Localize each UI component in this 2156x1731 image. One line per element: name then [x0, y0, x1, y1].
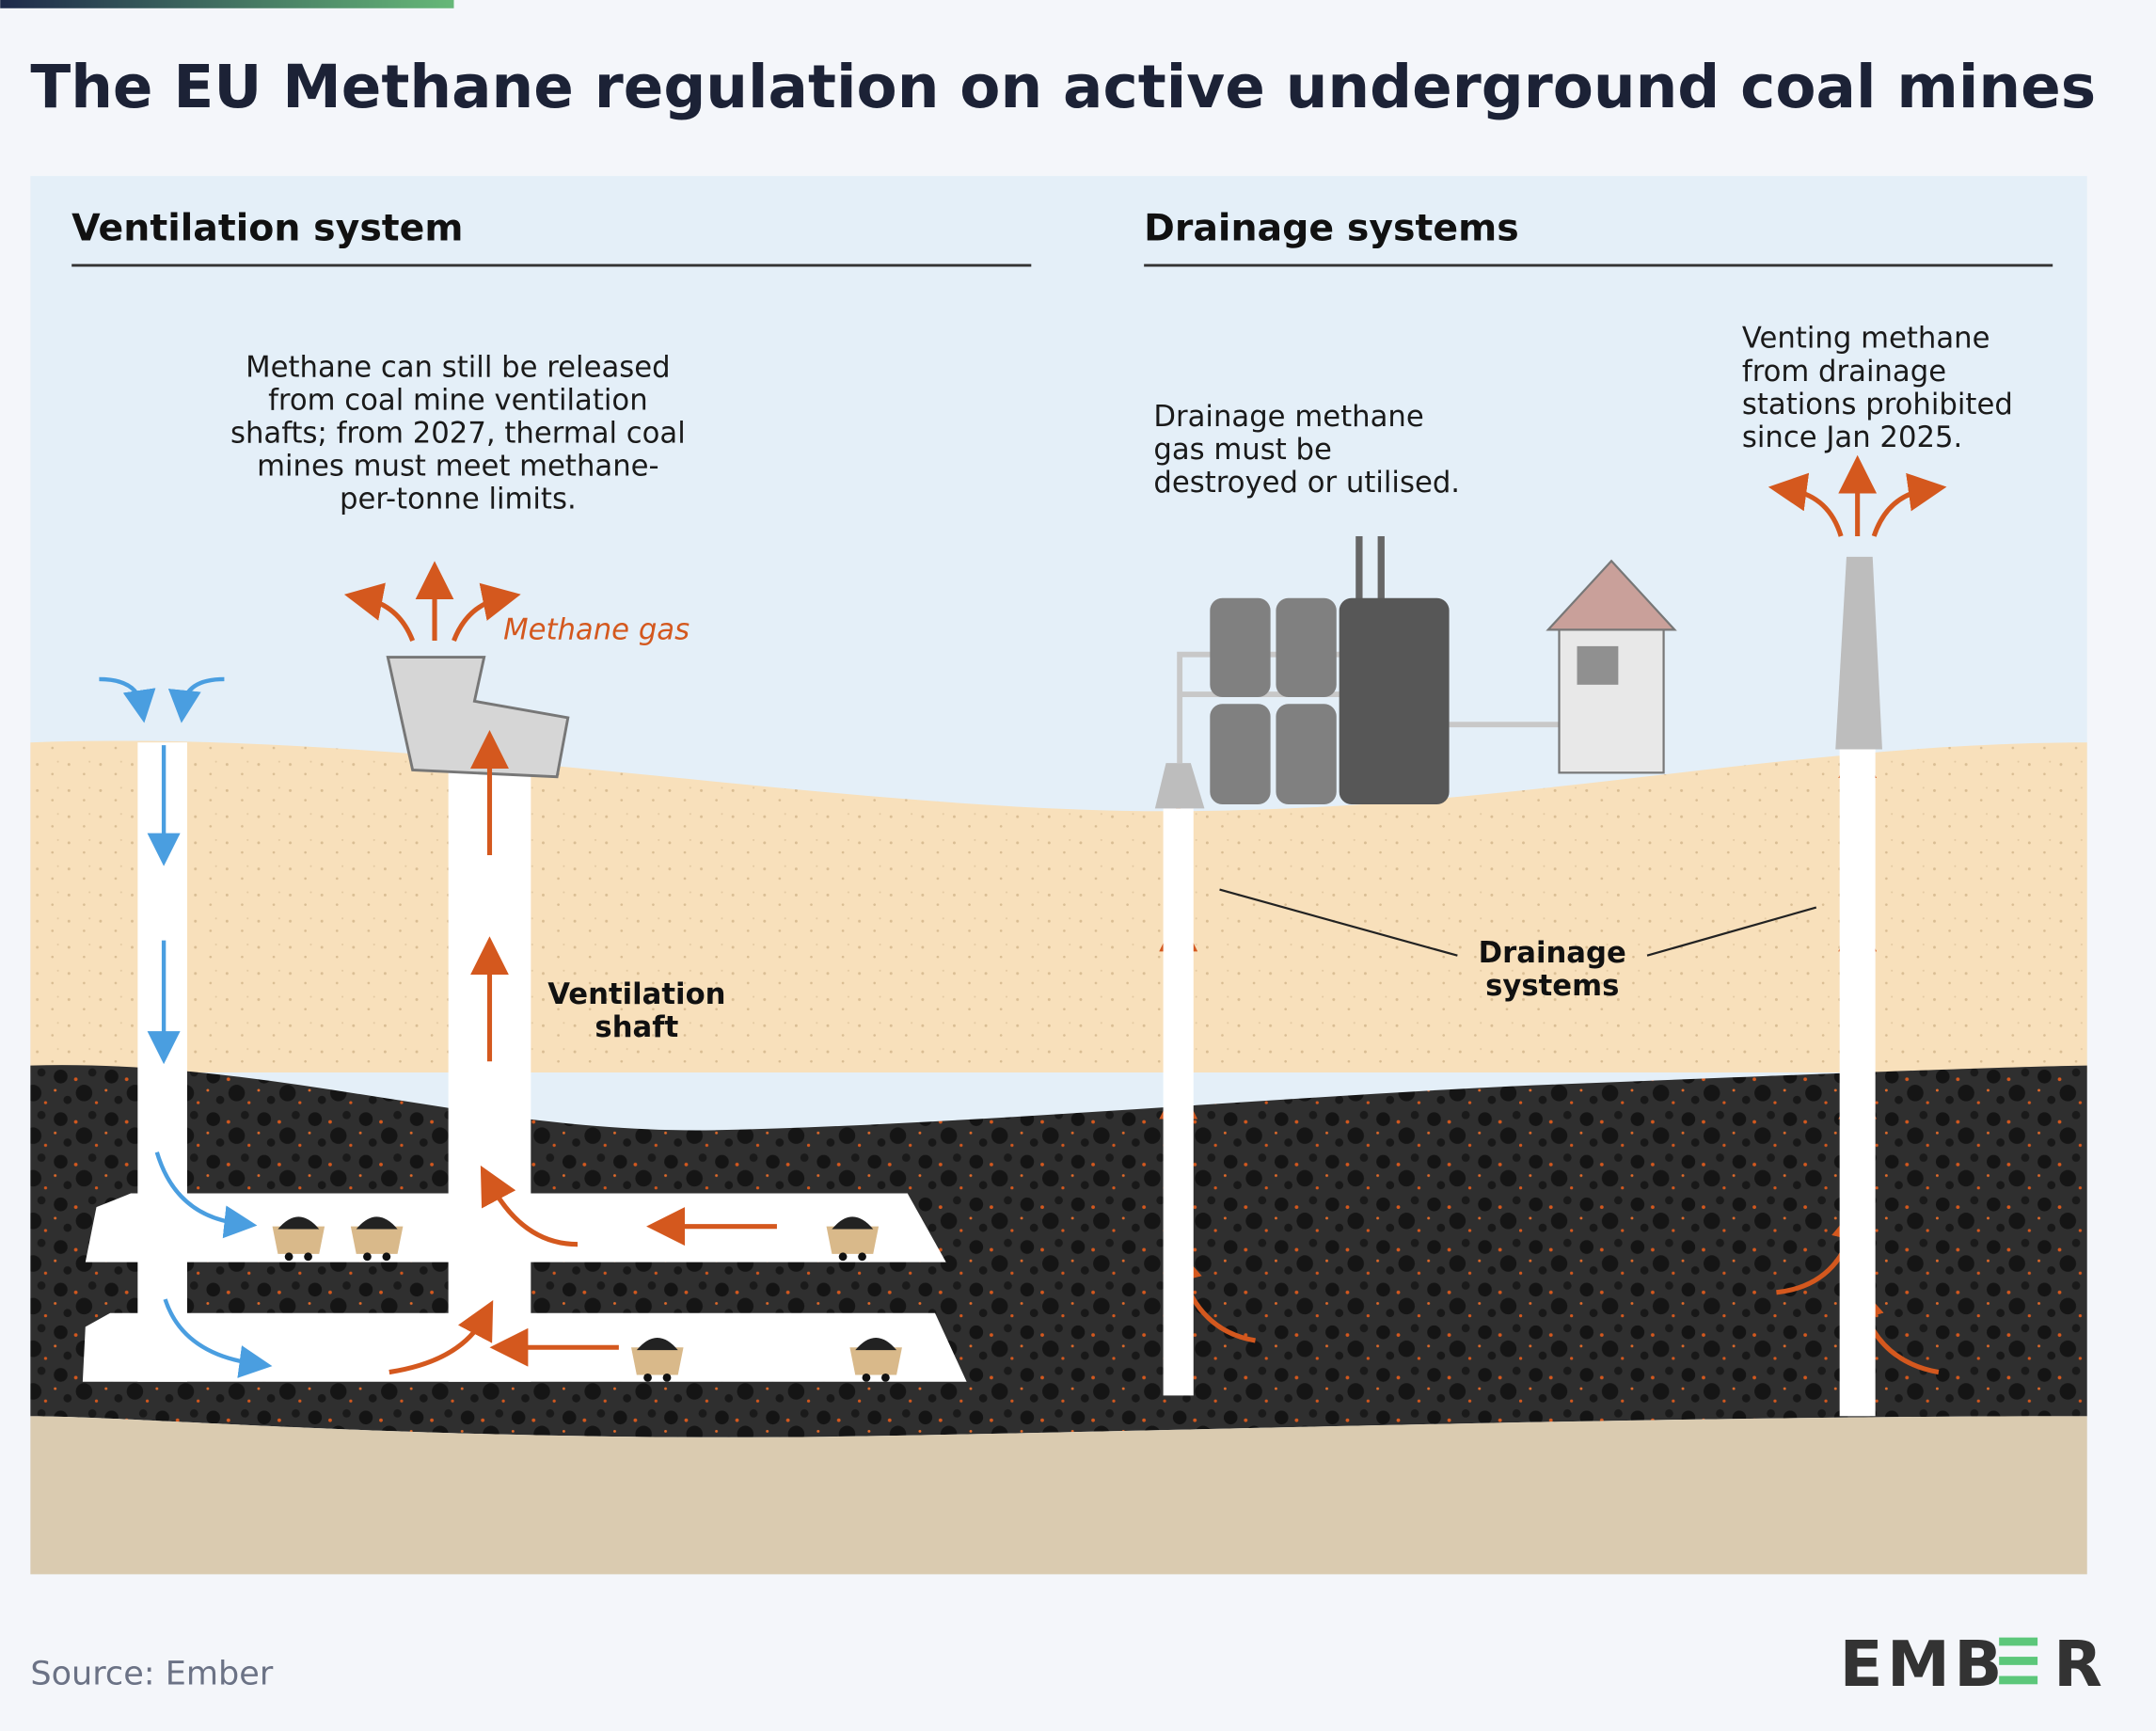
methane-gas-label: Methane gas [503, 614, 690, 647]
drainage-note-left: Drainage methane gas must be destroyed o… [1153, 401, 1460, 500]
ventilation-fan-housing [386, 656, 570, 779]
svg-text:Drainage methane: Drainage methane [1153, 401, 1423, 434]
svg-text:Methane can still be released: Methane can still be released [246, 351, 670, 384]
svg-text:since Jan 2025.: since Jan 2025. [1742, 421, 1962, 454]
svg-text:from drainage: from drainage [1742, 356, 1946, 389]
wellhead [1154, 763, 1205, 809]
coal-carts [272, 1216, 902, 1382]
ember-logo: EMBER [1840, 1628, 2107, 1701]
top-accent-bar [0, 0, 454, 8]
drainage-callout-lines [1219, 888, 1817, 957]
svg-text:Venting methane: Venting methane [1742, 323, 1990, 356]
svg-text:from coal mine ventilation: from coal mine ventilation [268, 385, 648, 418]
svg-text:EMBER: EMBER [1840, 1628, 2107, 1701]
svg-text:destroyed or utilised.: destroyed or utilised. [1153, 467, 1460, 500]
svg-text:per-tonne limits.: per-tonne limits. [340, 484, 577, 516]
svg-text:stations prohibited: stations prohibited [1742, 389, 2013, 421]
bedrock [30, 1416, 2087, 1575]
gas-processing-plant [1210, 535, 1450, 804]
ventilation-shaft-label: shaft [594, 1011, 678, 1044]
page-title: The EU Methane regulation on active unde… [30, 53, 2096, 121]
diagram-panel: Ventilation system Drainage systems Meth… [30, 176, 2087, 1575]
ventilation-note: Methane can still be released from coal … [230, 351, 686, 516]
drainage-pipes [1163, 749, 1876, 1417]
building [1546, 559, 1677, 774]
drainage-systems-label: Drainage [1479, 937, 1626, 970]
drainage-systems-label: systems [1485, 970, 1619, 1003]
ventilation-shaft-label: Ventilation [547, 978, 725, 1011]
svg-text:shafts; from 2027, thermal coa: shafts; from 2027, thermal coal [230, 418, 686, 451]
drainage-note-right: Venting methane from drainage stations p… [1742, 323, 2013, 454]
svg-text:gas must be: gas must be [1153, 434, 1332, 467]
fresh-air-arrows [99, 676, 273, 1378]
sand-layer [30, 740, 2087, 1072]
vent-stack [1835, 556, 1882, 750]
svg-text:mines must meet methane-: mines must meet methane- [257, 451, 659, 484]
ventilation-heading: Ventilation system [71, 207, 463, 250]
source-note: Source: Ember [30, 1654, 274, 1692]
drainage-heading: Drainage systems [1144, 207, 1519, 250]
